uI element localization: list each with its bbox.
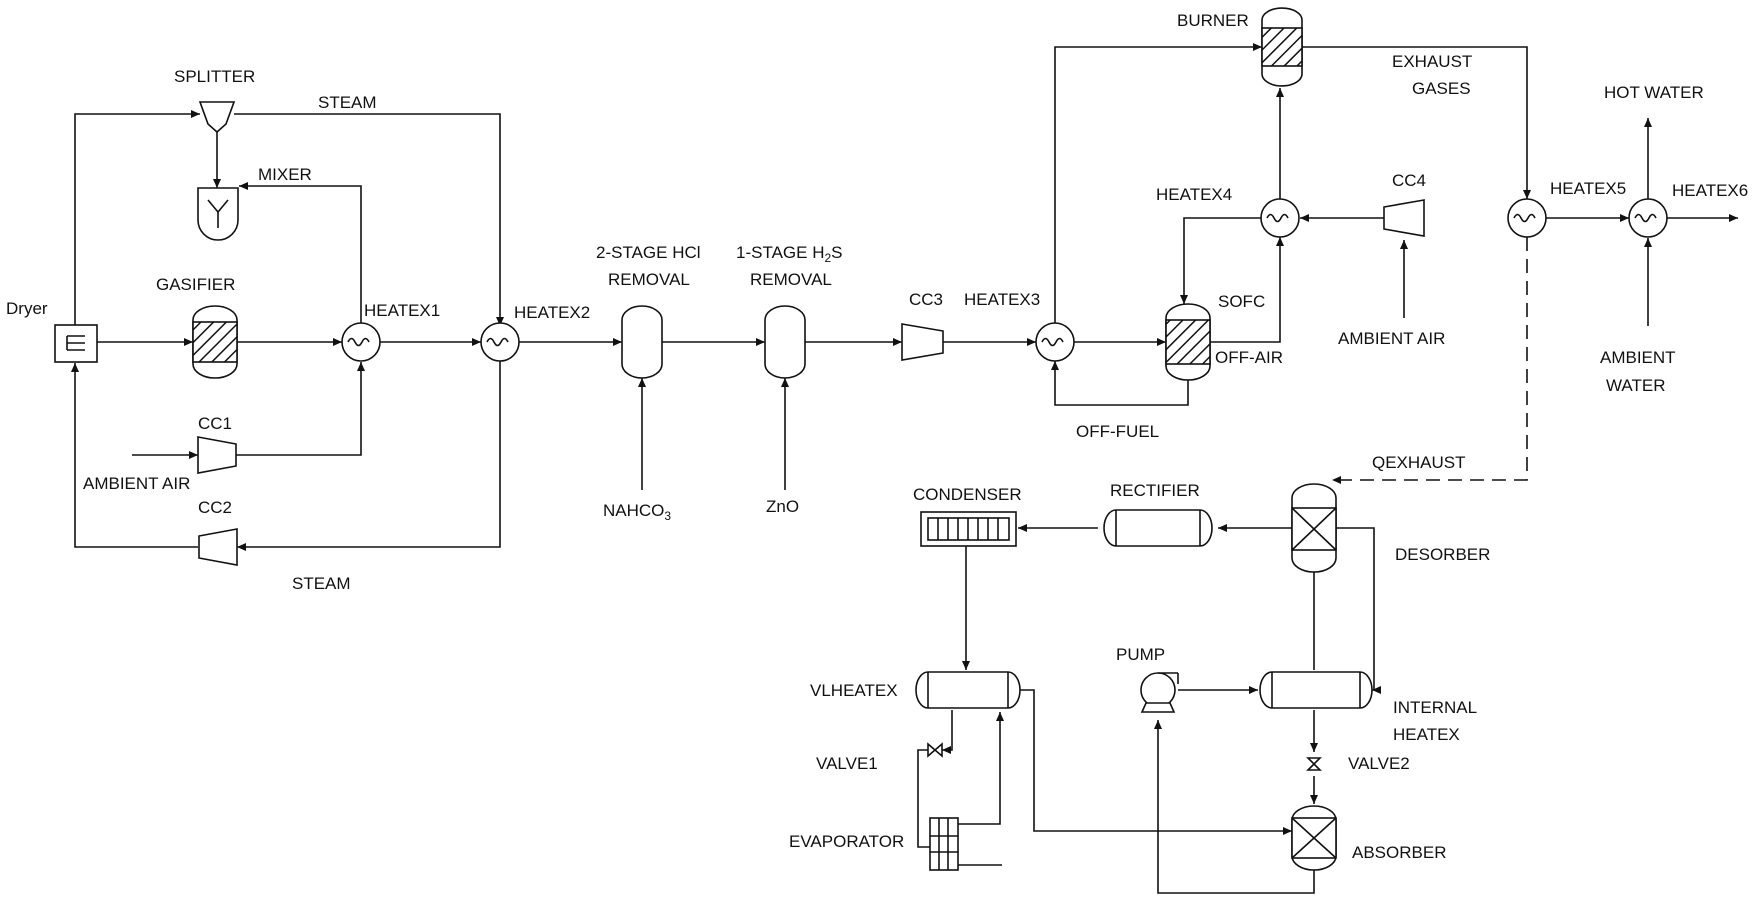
label-valve2: VALVE2 — [1348, 754, 1410, 773]
label-cc4: CC4 — [1392, 171, 1426, 190]
valve2-unit[interactable] — [1306, 757, 1322, 771]
vlheatex-unit[interactable] — [915, 671, 1021, 709]
label-internal-heatex-2: HEATEX — [1393, 725, 1460, 744]
heatex5-unit[interactable] — [1507, 198, 1547, 238]
burner-unit[interactable] — [1261, 7, 1303, 87]
label-cc1: CC1 — [198, 414, 232, 433]
stream-lines — [71, 43, 1738, 894]
label-heatex4: HEATEX4 — [1156, 185, 1232, 204]
label-steam-top: STEAM — [318, 93, 377, 112]
label-dryer: Dryer — [6, 299, 48, 318]
label-condenser: CONDENSER — [913, 485, 1022, 504]
label-hcl-removal: 2-STAGE HCl — [596, 243, 701, 262]
label-heatex2: HEATEX2 — [514, 303, 590, 322]
label-exhaust-gases-2: GASES — [1412, 79, 1471, 98]
label-burner: BURNER — [1177, 11, 1249, 30]
heatex1-unit[interactable] — [341, 322, 381, 362]
label-desorber: DESORBER — [1395, 545, 1490, 564]
label-off-air: OFF-AIR — [1215, 348, 1283, 367]
label-nahco3: NAHCO3 — [603, 501, 671, 523]
label-heatex1: HEATEX1 — [364, 301, 440, 320]
heatex3-unit[interactable] — [1035, 322, 1075, 362]
hcl-removal-vessel[interactable] — [621, 305, 663, 379]
evaporator-unit[interactable] — [929, 817, 959, 871]
internal-heatex-unit[interactable] — [1259, 671, 1373, 709]
label-ambient-water: AMBIENT — [1600, 348, 1676, 367]
label-h2s-part-a: 1-STAGE H — [736, 243, 824, 262]
label-valve1: VALVE1 — [816, 754, 878, 773]
label-rectifier: RECTIFIER — [1110, 481, 1200, 500]
cc3-compressor[interactable] — [901, 323, 944, 361]
diagram-labels: Dryer SPLITTER STEAM MIXER GASIFIER HEAT… — [6, 11, 1748, 862]
label-steam-bottom: STEAM — [292, 574, 351, 593]
label-qexhaust: QEXHAUST — [1372, 453, 1466, 472]
valve1-unit[interactable] — [927, 742, 943, 758]
label-h2s-removal-2: REMOVAL — [750, 270, 832, 289]
label-splitter: SPLITTER — [174, 67, 255, 86]
label-ambient-air-right: AMBIENT AIR — [1338, 329, 1445, 348]
label-heatex6: HEATEX6 — [1672, 181, 1748, 200]
label-hot-water: HOT WATER — [1604, 83, 1704, 102]
label-pump: PUMP — [1116, 645, 1165, 664]
label-zno: ZnO — [766, 497, 799, 516]
label-exhaust-gases: EXHAUST — [1392, 52, 1472, 71]
label-absorber: ABSORBER — [1352, 843, 1446, 862]
sofc-unit[interactable] — [1165, 303, 1211, 381]
label-ambient-water-2: WATER — [1606, 376, 1666, 395]
label-h2s-subscript: 2 — [824, 251, 831, 265]
label-h2s-removal: 1-STAGE H2S — [736, 243, 843, 265]
absorber-column[interactable] — [1291, 805, 1337, 871]
h2s-removal-vessel[interactable] — [764, 305, 806, 379]
label-h2s-part-b: S — [831, 243, 842, 262]
desorber-column[interactable] — [1291, 483, 1337, 573]
mixer-unit[interactable] — [197, 187, 239, 241]
label-nahco3-subscript: 3 — [664, 509, 671, 523]
label-sofc: SOFC — [1218, 292, 1265, 311]
cc2-compressor[interactable] — [198, 528, 238, 566]
pump-unit[interactable] — [1140, 672, 1179, 713]
label-vlheatex: VLHEATEX — [810, 681, 898, 700]
label-heatex3: HEATEX3 — [964, 290, 1040, 309]
label-hcl-removal-2: REMOVAL — [608, 270, 690, 289]
label-nahco3-main: NAHCO — [603, 501, 664, 520]
dryer-unit[interactable] — [54, 324, 98, 363]
heatex6-unit[interactable] — [1628, 198, 1668, 238]
label-gasifier: GASIFIER — [156, 275, 235, 294]
label-mixer: MIXER — [258, 165, 312, 184]
gasifier-unit[interactable] — [192, 305, 238, 379]
splitter-unit[interactable] — [198, 101, 236, 134]
rectifier-unit[interactable] — [1103, 509, 1213, 547]
heatex4-unit[interactable] — [1260, 198, 1300, 238]
heatex2-unit[interactable] — [480, 322, 520, 362]
label-off-fuel: OFF-FUEL — [1076, 422, 1159, 441]
label-cc2: CC2 — [198, 498, 232, 517]
cc4-compressor[interactable] — [1383, 199, 1425, 237]
label-evaporator: EVAPORATOR — [789, 832, 904, 851]
label-internal-heatex: INTERNAL — [1393, 698, 1477, 717]
label-ambient-air-left: AMBIENT AIR — [83, 474, 190, 493]
condenser-unit[interactable] — [920, 511, 1017, 547]
cc1-compressor[interactable] — [197, 436, 237, 474]
label-cc3: CC3 — [909, 290, 943, 309]
label-heatex5: HEATEX5 — [1550, 179, 1626, 198]
